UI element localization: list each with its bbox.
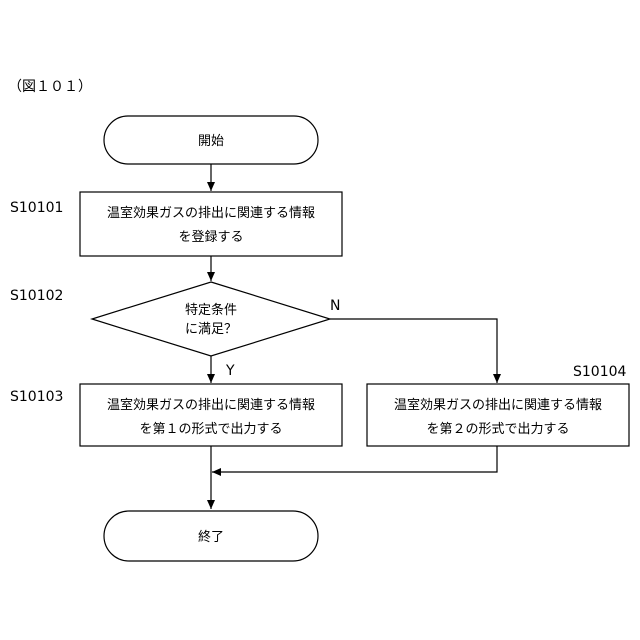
step-id-s10104: S10104 — [573, 364, 627, 380]
step-id-s10103: S10103 — [10, 389, 63, 405]
end-label: 終了 — [198, 529, 224, 545]
decision-s10102 — [92, 282, 330, 356]
edge-no-to-s10104 — [330, 319, 497, 383]
s10102-line1: 特定条件 — [185, 302, 237, 318]
s10103-line1: 温室効果ガスの排出に関連する情報 — [107, 397, 315, 413]
s10104-line2: を第２の形式で出力する — [426, 422, 569, 437]
s10101-line1: 温室効果ガスの排出に関連する情報 — [107, 205, 315, 221]
s10104-line1: 温室効果ガスの排出に関連する情報 — [394, 397, 602, 413]
s10102-line2: に満足？ — [185, 322, 237, 337]
yes-label: Y — [225, 363, 235, 379]
s10103-line2: を第１の形式で出力する — [139, 422, 282, 437]
process-s10101 — [80, 192, 342, 256]
figure-label: （図１０１） — [8, 79, 92, 95]
s10101-line2: を登録する — [178, 230, 243, 245]
no-label: N — [330, 298, 340, 314]
step-id-s10102: S10102 — [10, 288, 63, 304]
start-label: 開始 — [198, 134, 224, 149]
edge-s10104-merge — [212, 446, 497, 472]
step-id-s10101: S10101 — [10, 200, 63, 216]
